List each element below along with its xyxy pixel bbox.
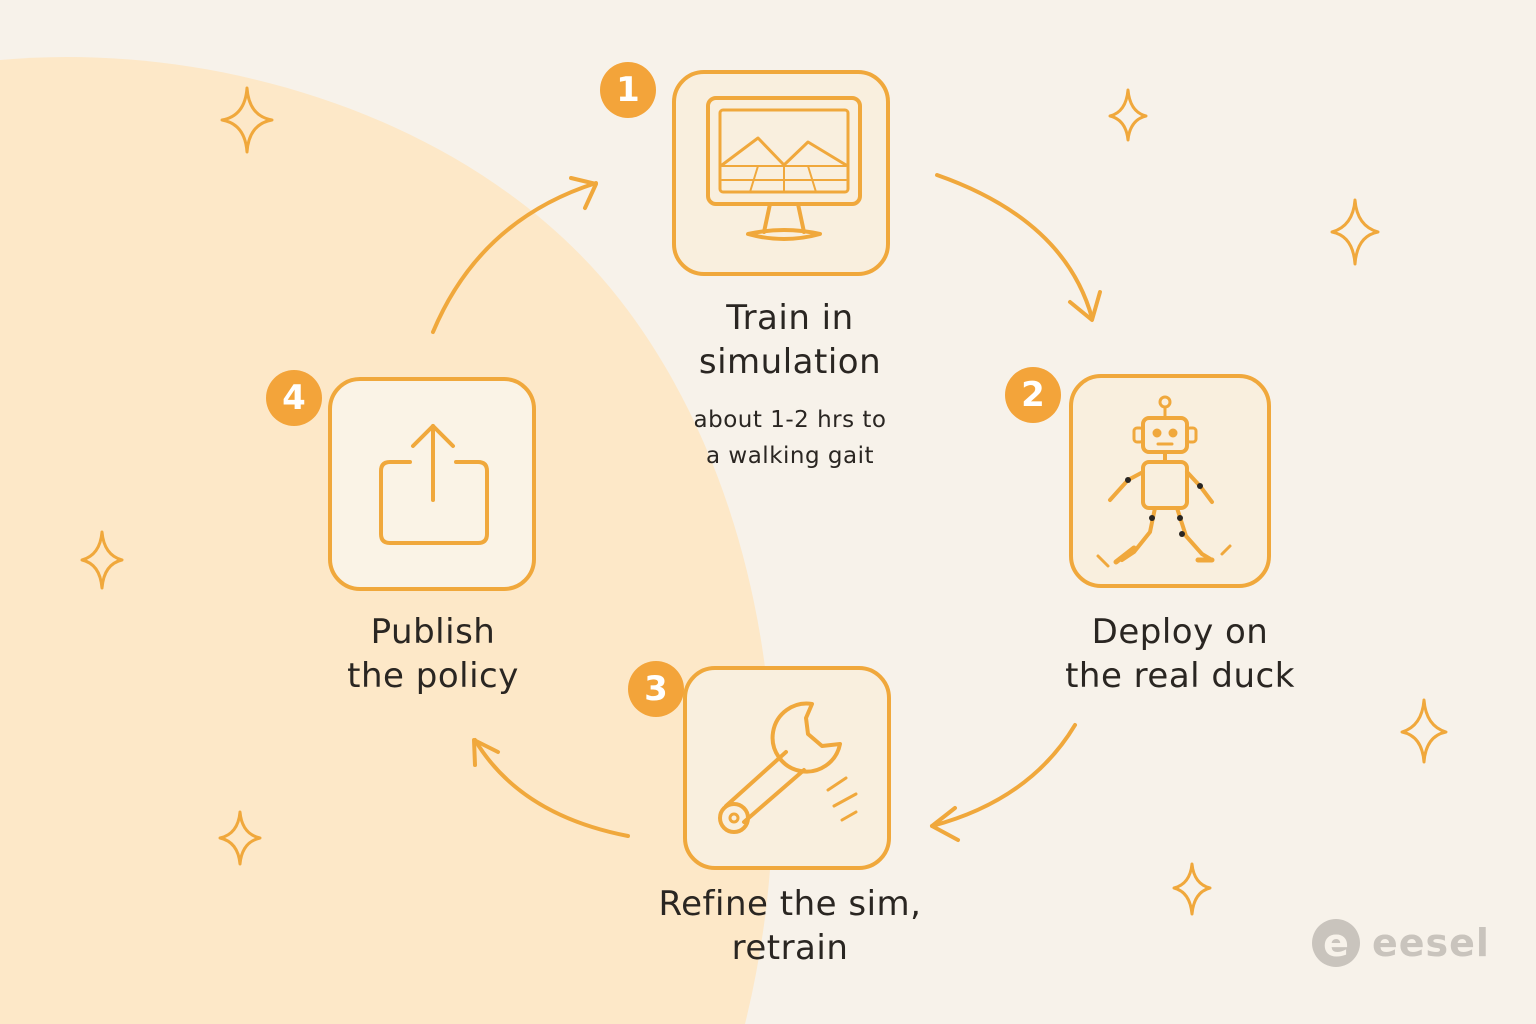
step-2-label-line2: the real duck — [1065, 656, 1295, 696]
arrow-refine-to-publish — [473, 738, 630, 838]
step-1-note-line2: a walking gait — [706, 443, 874, 469]
step-1-note: about 1-2 hrs to a walking gait — [640, 402, 940, 474]
step-1-badge: 1 — [600, 62, 656, 118]
sparkle-icon — [1108, 88, 1148, 142]
arrow-publish-to-train — [431, 181, 598, 334]
step-1-label-line2: simulation — [698, 342, 882, 382]
brand-name: eesel — [1372, 921, 1490, 965]
step-4-label-line2: the policy — [347, 656, 519, 696]
arrowhead-deploy-to-refine — [930, 806, 960, 842]
sparkle-icon — [80, 530, 124, 590]
step-4-card — [328, 377, 536, 591]
step-4-label: Publish the policy — [283, 610, 583, 698]
brand-mark-icon: e — [1312, 919, 1360, 967]
step-4-badge: 4 — [266, 370, 322, 426]
step-1-label: Train in simulation — [640, 296, 940, 384]
step-3-label: Refine the sim, retrain — [620, 882, 960, 970]
sparkle-icon — [1400, 698, 1448, 764]
sparkle-icon — [1172, 862, 1212, 916]
arrowhead-publish-to-train — [569, 176, 598, 210]
monitor-mountains-icon — [706, 96, 862, 241]
step-1-label-line1: Train in — [726, 298, 854, 338]
sparkle-icon — [218, 810, 262, 866]
step-3-badge: 3 — [628, 661, 684, 717]
step-3-label-line2: retrain — [731, 928, 849, 968]
step-2-label-line1: Deploy on — [1091, 612, 1269, 652]
arrowhead-train-to-deploy — [1068, 290, 1102, 322]
arrow-deploy-to-refine — [930, 723, 1077, 828]
arrowhead-refine-to-publish — [472, 738, 500, 767]
sparkle-icon — [220, 86, 274, 154]
step-3-card — [683, 666, 891, 870]
sparkle-icon — [1330, 198, 1380, 266]
wrench-icon — [718, 701, 858, 834]
step-2-badge: 2 — [1005, 367, 1061, 423]
upload-icon — [379, 424, 489, 545]
step-2-card — [1069, 374, 1271, 588]
step-4-label-line1: Publish — [370, 612, 496, 652]
step-3-label-line1: Refine the sim, — [658, 884, 922, 924]
walking-robot-icon — [1108, 395, 1215, 565]
brand-logo: e eesel — [1312, 918, 1490, 968]
arrow-train-to-deploy — [935, 173, 1094, 320]
step-2-label: Deploy on the real duck — [1030, 610, 1330, 698]
step-1-card — [672, 70, 890, 276]
step-1-note-line1: about 1-2 hrs to — [693, 407, 887, 433]
